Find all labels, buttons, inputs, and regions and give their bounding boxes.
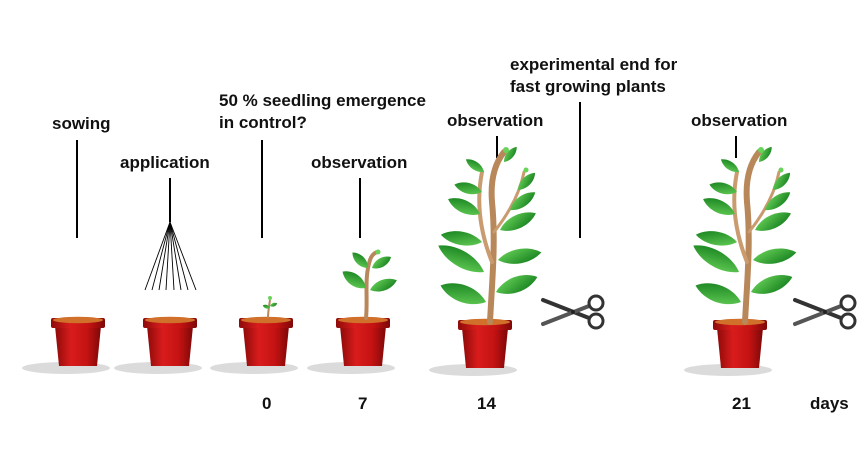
pot-icon	[684, 318, 772, 376]
pot-icon	[114, 316, 202, 374]
emergence-label-line2: in control?	[219, 113, 307, 132]
experimental-end-label-line1: experimental end for	[510, 55, 678, 74]
pot-icon	[307, 316, 395, 374]
sowing-label: sowing	[52, 114, 111, 133]
observation-21-label: observation	[691, 111, 788, 130]
observation-14-label: observation	[447, 111, 544, 130]
observation-7-label: observation	[311, 153, 408, 172]
scissors-icon	[793, 294, 857, 330]
day-tick-7: 7	[358, 394, 368, 413]
scissors-icon	[541, 294, 605, 330]
pot-icon	[429, 318, 517, 376]
day-tick-21: 21	[732, 394, 751, 413]
experimental-end-label-line2: fast growing plants	[510, 77, 666, 96]
day-tick-0: 0	[262, 394, 272, 413]
sprayer-icon	[144, 221, 197, 291]
seedling-plant-icon	[262, 296, 278, 319]
emergence-label-line1: 50 % seedling emergence	[219, 91, 426, 110]
small-plant-icon	[339, 249, 399, 320]
application-label: application	[120, 153, 210, 172]
large-plant-icon	[689, 145, 797, 322]
day-tick-14: 14	[477, 394, 496, 413]
pot-icon	[22, 316, 110, 374]
pot-icon	[210, 316, 298, 374]
days-unit-label: days	[810, 394, 849, 413]
large-plant-icon	[434, 145, 542, 322]
